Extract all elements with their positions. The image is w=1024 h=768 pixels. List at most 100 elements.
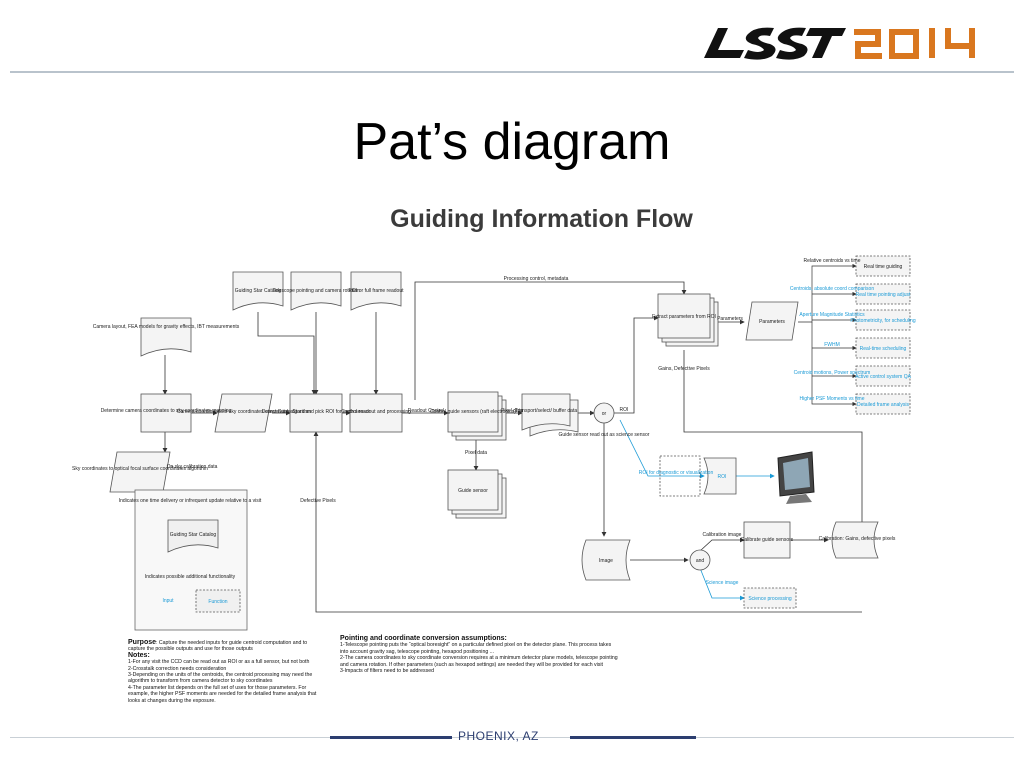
note-item: 3-Depending on the units of the centroid… [128, 672, 313, 685]
label-guide-star-catalog: Guiding Star Catalog [235, 288, 282, 294]
node-calibration-out [831, 521, 879, 559]
purpose-label: Purpose [128, 639, 157, 646]
edge-label-science-image: Science image [706, 580, 739, 586]
note-item: 1-For any visit the CCD can be read out … [128, 659, 310, 666]
output-label-4: Centroid motions, Power spectrum [794, 370, 871, 376]
edge-gains-back [683, 350, 865, 537]
legend-catalog: Guiding Star Catalog [170, 532, 217, 538]
node-camera-sky-algo [214, 393, 273, 433]
legend-additional: Indicates possible additional functional… [145, 574, 236, 580]
edge-label-processing-control: Processing control, metadata [504, 276, 569, 282]
label-calibration-out: Calibration: Gains, defective pixels [819, 536, 896, 542]
edge-label-guide-sensor-science: Guide sensor read out as science sensor [559, 432, 650, 438]
node-roi [703, 457, 737, 495]
node-telescope-pointing [290, 271, 342, 311]
edge-processing-control [414, 281, 687, 400]
footer-divider [10, 737, 1014, 738]
edge-or-extract [614, 315, 659, 414]
output-target-4: Active control system QA [855, 374, 912, 380]
node-guide-star-catalog [232, 271, 284, 311]
edge-label-gains-defective: Gains, Defective Pixels [658, 366, 710, 372]
node-transport [521, 393, 571, 431]
header-divider [10, 71, 1014, 73]
edge-or-roi-diag [619, 419, 705, 479]
output-target-3: Real-time scheduling [860, 346, 907, 352]
output-label-1: Centroids, absolute coord comparison [790, 286, 874, 292]
label-telescope-pointing: Telescope pointing and camera rotation [272, 288, 359, 294]
node-guide-sensor [447, 469, 499, 511]
node-roi-full [350, 271, 402, 311]
node-control-guide-sensors [447, 391, 499, 433]
label-extract-params: Extract parameters from ROI [652, 314, 716, 320]
label-and: and [696, 558, 705, 564]
assumption-item: 1-Telescope pointing puts the “optical b… [340, 642, 612, 655]
output-target-5: Detailed frame analysis [857, 402, 909, 408]
footer-bar-left [330, 736, 452, 739]
edge-label-readout-control: Readout Control [408, 408, 444, 414]
purpose-notes: Purpose: Capture the needed inputs for g… [128, 639, 317, 704]
diagram-title: Guiding Information Flow [390, 205, 693, 233]
edge-label-roi: ROI [620, 407, 629, 413]
node-or [593, 402, 615, 424]
node-control-readout [349, 393, 403, 433]
assumptions-title: Pointing and coordinate conversion assum… [340, 635, 507, 642]
edge-label-parameters: Parameters [717, 316, 743, 322]
label-parameters-block: Parameters [759, 319, 785, 325]
node-and [689, 549, 711, 571]
purpose-text: Capture the needed inputs for guide cent… [128, 640, 308, 653]
output-label-5: Higher PSF Moments vs time [799, 396, 864, 402]
label-roi-full: ROI or full frame readout [348, 288, 404, 294]
output-target-2: Photometricity, for scheduling [850, 318, 915, 324]
label-control-readout: Control readout and processing [341, 409, 411, 415]
label-detect-guide-stars: Detect Guide Stars and pick ROI for each… [262, 409, 371, 415]
notes-title: Notes: [128, 651, 150, 659]
edge-and-science [699, 567, 745, 601]
footer-location: PHOENIX, AZ [458, 729, 539, 743]
edge-and-calib [699, 537, 745, 552]
edge-catalog-detect [257, 312, 317, 395]
label-sky-focal: Sky coordinates to optical focal surface… [72, 466, 208, 472]
output-target-0: Real time guiding [864, 264, 903, 270]
legend-one-time: Indicates one time delivery or infrequen… [119, 498, 262, 504]
edge-label-defective-pixels: Defective Pixels [300, 498, 336, 504]
node-science-processing [743, 587, 797, 609]
edge-defective-back [313, 431, 862, 613]
legend-input: Input [162, 598, 174, 604]
node-detect-guide-stars [289, 393, 343, 433]
label-on-sky-calib: On sky calibration data [167, 464, 218, 470]
label-camera-layout: Camera layout, FEA models for gravity ef… [93, 324, 240, 330]
lsst-2014-logo [704, 27, 975, 60]
note-item: 2-Crosstalk correction needs considerati… [128, 665, 227, 672]
label-determine-coords: Determine camera coordinates to sky coor… [101, 408, 232, 414]
label-roi-diag: ROI for diagnostic or visualization [639, 470, 714, 476]
node-calibrate-guide [743, 521, 791, 559]
output-label-3: FWHM [824, 342, 840, 348]
node-parameters-block [745, 301, 799, 341]
output-label-2: Aperture Magnitude Statistics [799, 312, 865, 318]
label-transport: Transport/select/ buffer data [515, 408, 577, 414]
label-or: or [602, 411, 607, 417]
label-science-processing: Science processing [748, 596, 792, 602]
label-calibrate-guide: Calibrate guide sensors [741, 537, 794, 543]
node-determine-coords [140, 393, 192, 433]
node-image [581, 539, 631, 581]
output-label-0: Relative centroids vs time [804, 258, 861, 264]
assumption-item: 3-Impacts of filters need to be addresse… [340, 668, 435, 675]
edge-label-pixel-data: Pixel data [501, 408, 523, 414]
edge-label-calibration-image: Calibration image [703, 532, 742, 538]
note-item: 4-The parameter list depends on the full… [128, 684, 317, 704]
node-extract-params [657, 293, 711, 339]
edge-label-pixel-data-2: Pixel data [465, 450, 487, 456]
node-sky-focal [109, 451, 171, 493]
slide-title: Pat’s diagram [353, 113, 671, 171]
footer-bar-right [570, 736, 696, 739]
monitor-icon [777, 451, 815, 504]
assumption-item: 2-The camera coordinates to sky coordina… [340, 655, 618, 668]
label-roi: ROI [718, 474, 727, 480]
legend-box [134, 489, 248, 631]
node-camera-layout [140, 317, 192, 357]
label-camera-sky-algo: Camera coordinates to sky coordinates co… [177, 409, 311, 415]
legend-function: Function [208, 599, 227, 605]
output-target-1: Real time pointing adjust [856, 292, 911, 298]
